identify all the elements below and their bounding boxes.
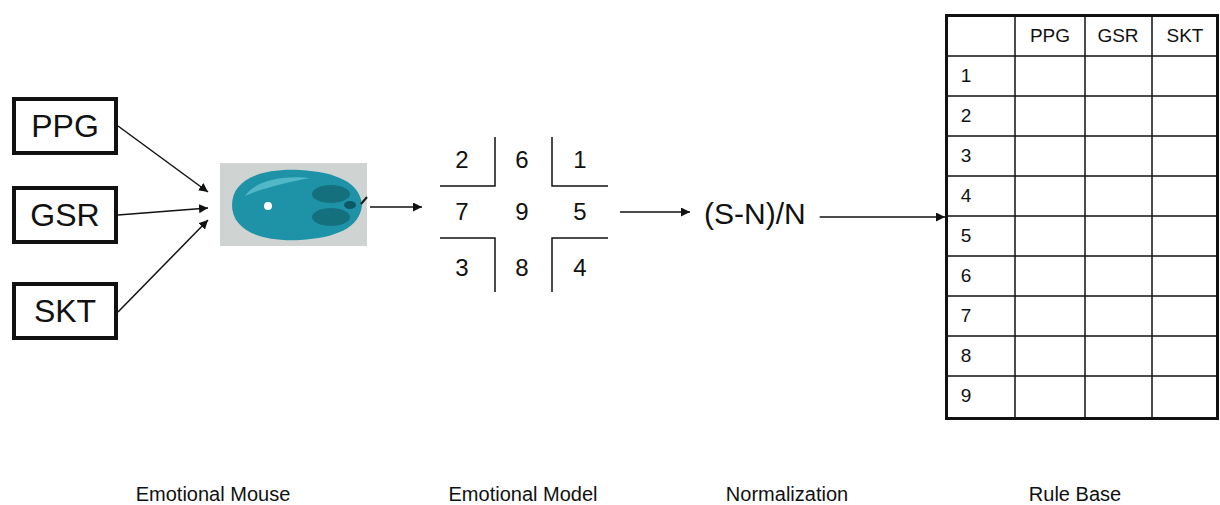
signal-box: SKT	[12, 282, 118, 340]
table-header: SKT	[1167, 25, 1204, 47]
table-rule	[945, 55, 1219, 57]
mouse-highlight	[245, 177, 310, 196]
stage-caption: Emotional Mouse	[136, 483, 291, 505]
node-text: (S-N)/N	[704, 197, 806, 232]
arrow-connector	[118, 208, 208, 215]
row-number: 1	[961, 65, 972, 87]
emotional-model-grid	[440, 137, 608, 292]
table-header: GSR	[1097, 25, 1138, 47]
grid-corner	[440, 238, 495, 292]
table-rule	[945, 135, 1219, 137]
grid-number: 4	[573, 254, 586, 282]
grid-number: 1	[573, 146, 586, 174]
mouse-sensor-dot	[264, 202, 272, 210]
arrow-connector	[820, 216, 945, 218]
row-number: 2	[961, 105, 972, 127]
arrow-connector	[370, 206, 422, 208]
signal-box: GSR	[12, 186, 118, 244]
photo-ground	[220, 163, 367, 246]
table-rule	[945, 175, 1219, 177]
mouse-stage: Emotional Mouse	[208, 160, 370, 250]
signal-box: PPG	[12, 97, 118, 155]
row-number: 8	[961, 345, 972, 367]
rule-base-table: Rule Base	[945, 14, 1219, 420]
grid-number: 6	[515, 146, 528, 174]
arrow-connector	[118, 126, 208, 192]
row-number: 9	[961, 385, 972, 407]
mouse-body	[232, 170, 362, 240]
mouse-button	[312, 208, 350, 226]
grid-corner	[440, 137, 495, 186]
row-number: 5	[961, 225, 972, 247]
node-text: PPG	[31, 108, 99, 145]
mouse-cable	[361, 197, 367, 204]
row-number: 7	[961, 305, 972, 327]
stage-caption: Rule Base	[1029, 483, 1121, 505]
grid-corner	[552, 137, 608, 186]
arrow-connector	[620, 211, 690, 213]
node-text: GSR	[30, 197, 99, 234]
table-rule	[945, 95, 1219, 97]
row-number: 3	[961, 145, 972, 167]
arrow-connector	[118, 220, 208, 312]
table-rule	[945, 295, 1219, 297]
table-rule	[945, 335, 1219, 337]
row-number: 6	[961, 265, 972, 287]
mouse-button	[312, 185, 350, 203]
table-grid	[945, 14, 1219, 418]
grid-number: 3	[455, 254, 468, 282]
grid-number: 5	[573, 198, 586, 226]
table-rule	[945, 255, 1219, 257]
grid-number: 9	[515, 198, 528, 226]
grid-number: 7	[455, 198, 468, 226]
mouse-photo	[220, 163, 367, 246]
stage-caption: Normalization	[726, 483, 848, 505]
table-header: PPG	[1030, 25, 1070, 47]
grid-number: 8	[515, 254, 528, 282]
table-rule	[945, 375, 1219, 377]
row-number: 4	[961, 185, 972, 207]
grid-corner	[552, 238, 608, 292]
normalization-stage: (S-N)/NNormalization	[690, 192, 820, 237]
node-text: SKT	[34, 293, 96, 330]
grid-number: 2	[455, 146, 468, 174]
table-rule	[945, 215, 1219, 217]
stage-caption: Emotional Model	[449, 483, 598, 505]
mouse-wheel	[344, 201, 356, 209]
